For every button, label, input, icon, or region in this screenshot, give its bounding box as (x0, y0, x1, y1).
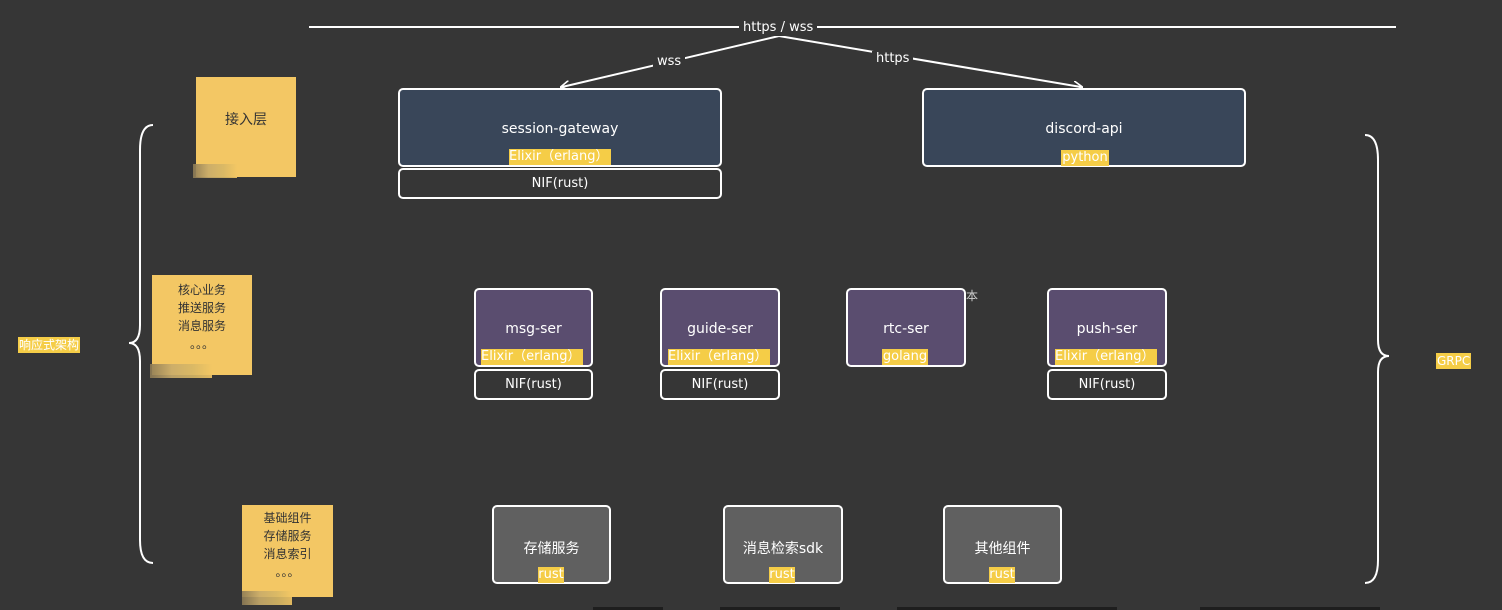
wss-edge-label: wss (653, 54, 686, 70)
guide-ser-nif[interactable]: NIF(rust) (660, 369, 780, 400)
guide-ser-tech: Elixir（erlang） (668, 349, 770, 365)
other-components-title: 其他组件 (974, 541, 1031, 557)
left-brace (128, 124, 154, 564)
core-note-line-3: 消息服务 (177, 319, 226, 333)
core-note-line-4: 。。。 (189, 337, 214, 351)
push-ser-nif[interactable]: NIF(rust) (1047, 369, 1167, 400)
https-arrow (778, 35, 1081, 87)
rtc-ser-tech: golang (882, 349, 928, 365)
message-search-sdk-box[interactable]: 消息检索sdk (723, 505, 843, 584)
discord-api-title: discord-api (1045, 121, 1123, 137)
message-search-sdk-tech: rust (769, 567, 795, 583)
right-brace (1364, 134, 1390, 584)
base-components-note: 基础组件 存储服务 消息索引 。。。 (242, 505, 333, 605)
grpc-label: GRPC (1436, 353, 1472, 369)
stray-mark: 本 (966, 289, 979, 303)
discord-api-tech: python (1061, 150, 1109, 166)
session-gateway-tech: Elixir（erlang） (509, 149, 611, 165)
core-note-line-2: 推送服务 (177, 301, 226, 315)
session-gateway-nif[interactable]: NIF(rust) (398, 168, 722, 199)
storage-service-tech: rust (538, 567, 564, 583)
reactive-architecture-label: 响应式架构 (18, 337, 81, 353)
base-note-line-4: 。。。 (275, 565, 300, 579)
other-components-tech: rust (989, 567, 1015, 583)
https-edge-label: https (872, 51, 914, 67)
session-gateway-title: session-gateway (501, 121, 619, 137)
msg-ser-title: msg-ser (505, 321, 562, 337)
top-edge-label: https / wss (739, 20, 818, 36)
msg-ser-nif[interactable]: NIF(rust) (474, 369, 593, 400)
base-note-line-3: 消息索引 (263, 547, 312, 561)
storage-service-title: 存储服务 (523, 541, 580, 557)
core-note-line-1: 核心业务 (177, 283, 226, 297)
base-note-line-2: 存储服务 (263, 529, 312, 543)
push-ser-tech: Elixir（erlang） (1055, 349, 1157, 365)
access-layer-note: 接入层 (193, 77, 296, 178)
access-note-line: 接入层 (225, 112, 267, 128)
push-ser-title: push-ser (1076, 321, 1138, 337)
rtc-ser-title: rtc-ser (883, 321, 929, 337)
guide-ser-title: guide-ser (687, 321, 753, 337)
core-business-note: 核心业务 推送服务 消息服务 。。。 (150, 275, 252, 378)
message-search-sdk-title: 消息检索sdk (742, 541, 824, 557)
msg-ser-tech: Elixir（erlang） (481, 349, 583, 365)
base-note-line-1: 基础组件 (263, 511, 312, 525)
